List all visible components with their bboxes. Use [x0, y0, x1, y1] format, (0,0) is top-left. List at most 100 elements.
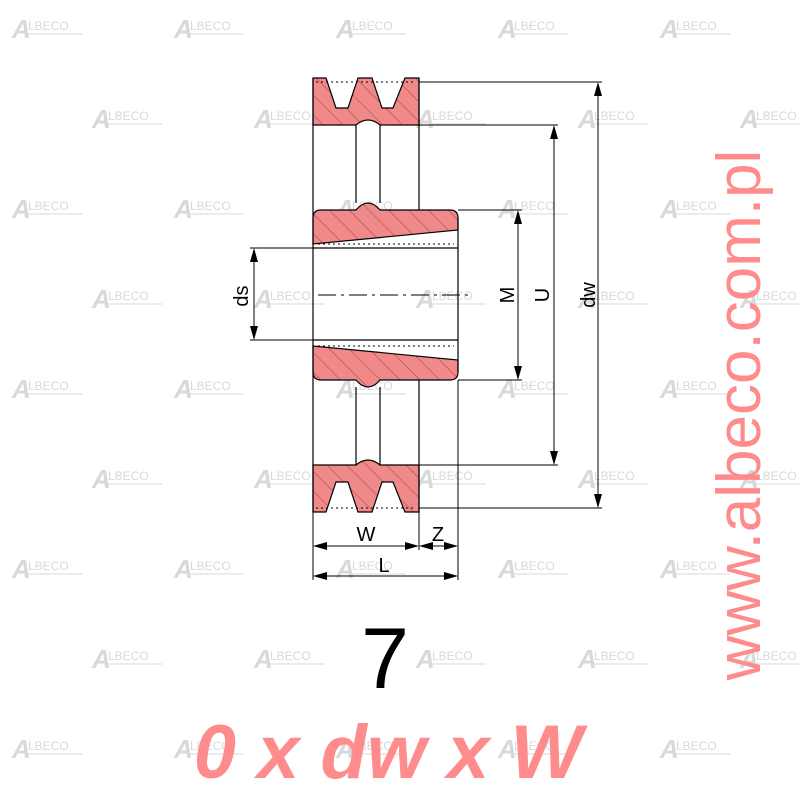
top-hub	[312, 202, 459, 245]
svg-text:A: A	[173, 194, 193, 224]
svg-text:A: A	[415, 644, 435, 674]
svg-text:LBECO: LBECO	[108, 469, 149, 483]
svg-text:A: A	[173, 14, 193, 44]
svg-text:LBECO: LBECO	[594, 649, 635, 663]
bottom-rim	[312, 459, 420, 513]
svg-text:LBECO: LBECO	[190, 199, 231, 213]
svg-text:A: A	[91, 464, 111, 494]
svg-text:LBECO: LBECO	[190, 559, 231, 573]
label-l: L	[378, 555, 389, 577]
diagram-number: 7	[361, 611, 409, 707]
svg-text:LBECO: LBECO	[190, 19, 231, 33]
svg-text:LBECO: LBECO	[270, 649, 311, 663]
svg-text:A: A	[577, 464, 597, 494]
dimension-lines	[250, 81, 602, 580]
svg-text:A: A	[335, 14, 355, 44]
label-w: W	[357, 524, 376, 546]
svg-text:A: A	[497, 374, 517, 404]
svg-text:LBECO: LBECO	[514, 19, 555, 33]
svg-text:LBECO: LBECO	[432, 469, 473, 483]
svg-text:LBECO: LBECO	[514, 739, 555, 753]
svg-text:A: A	[659, 734, 679, 764]
svg-text:A: A	[253, 284, 273, 314]
svg-text:A: A	[91, 104, 111, 134]
svg-text:A: A	[173, 554, 193, 584]
svg-text:A: A	[659, 194, 679, 224]
svg-text:LBECO: LBECO	[28, 199, 69, 213]
svg-text:LBECO: LBECO	[28, 559, 69, 573]
svg-text:A: A	[415, 464, 435, 494]
label-z: Z	[432, 524, 444, 546]
svg-text:LBECO: LBECO	[28, 739, 69, 753]
formula: 0 x dw x W	[194, 710, 589, 795]
svg-text:LBECO: LBECO	[756, 469, 797, 483]
svg-text:LBECO: LBECO	[190, 379, 231, 393]
svg-text:LBECO: LBECO	[432, 649, 473, 663]
svg-text:A: A	[577, 284, 597, 314]
svg-text:A: A	[497, 14, 517, 44]
svg-text:A: A	[497, 194, 517, 224]
svg-text:A: A	[253, 464, 273, 494]
svg-text:LBECO: LBECO	[514, 379, 555, 393]
svg-text:A: A	[497, 554, 517, 584]
site-url: www.albeco.com.pl	[705, 150, 774, 682]
svg-text:A: A	[577, 104, 597, 134]
svg-text:A: A	[11, 194, 31, 224]
svg-text:A: A	[415, 284, 435, 314]
svg-text:LBECO: LBECO	[594, 469, 635, 483]
label-dw: dw	[578, 282, 600, 308]
svg-text:LBECO: LBECO	[514, 559, 555, 573]
svg-text:A: A	[173, 734, 193, 764]
svg-text:A: A	[253, 644, 273, 674]
svg-text:LBECO: LBECO	[676, 19, 717, 33]
pulley-section	[312, 77, 459, 513]
svg-text:LBECO: LBECO	[676, 559, 717, 573]
svg-text:A: A	[739, 464, 759, 494]
svg-text:LBECO: LBECO	[270, 469, 311, 483]
svg-text:LBECO: LBECO	[676, 379, 717, 393]
svg-text:LBECO: LBECO	[432, 109, 473, 123]
svg-text:LBECO: LBECO	[432, 289, 473, 303]
svg-text:A: A	[415, 104, 435, 134]
dimension-arrows	[250, 82, 602, 580]
svg-text:LBECO: LBECO	[28, 19, 69, 33]
svg-text:A: A	[11, 374, 31, 404]
svg-text:LBECO: LBECO	[352, 19, 393, 33]
label-ds: ds	[231, 285, 253, 306]
svg-text:A: A	[335, 734, 355, 764]
svg-text:A: A	[11, 554, 31, 584]
svg-text:A: A	[91, 644, 111, 674]
svg-text:LBECO: LBECO	[352, 739, 393, 753]
top-rim	[312, 77, 420, 126]
svg-text:LBECO: LBECO	[190, 739, 231, 753]
svg-text:LBECO: LBECO	[756, 289, 797, 303]
